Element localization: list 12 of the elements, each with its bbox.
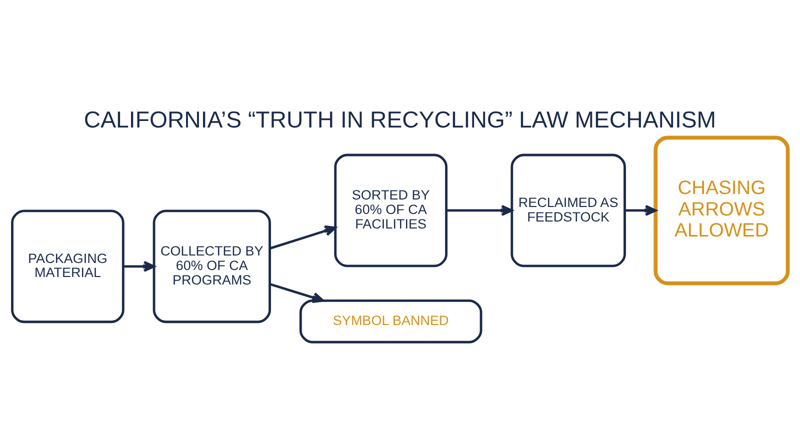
arrow — [270, 282, 324, 304]
node-box: SORTED BY 60% OF CA FACILITIES — [334, 154, 448, 268]
arrow — [269, 225, 336, 250]
diagram-title: CALIFORNIA’S “TRUTH IN RECYCLING” LAW MECHANISM — [84, 106, 716, 132]
arrow — [123, 260, 156, 272]
node-box: COLLECTED BY 60% OF CA PROGRAMS — [152, 210, 271, 324]
node-box: RECLAIMED AS FEEDSTOCK — [510, 154, 626, 268]
node-box: SYMBOL BANNED — [299, 299, 482, 344]
arrow — [624, 204, 657, 216]
arrow — [446, 204, 513, 216]
node-box: PACKAGING MATERIAL — [11, 210, 124, 324]
node-box: CHASING ARROWS ALLOWED — [654, 136, 790, 286]
